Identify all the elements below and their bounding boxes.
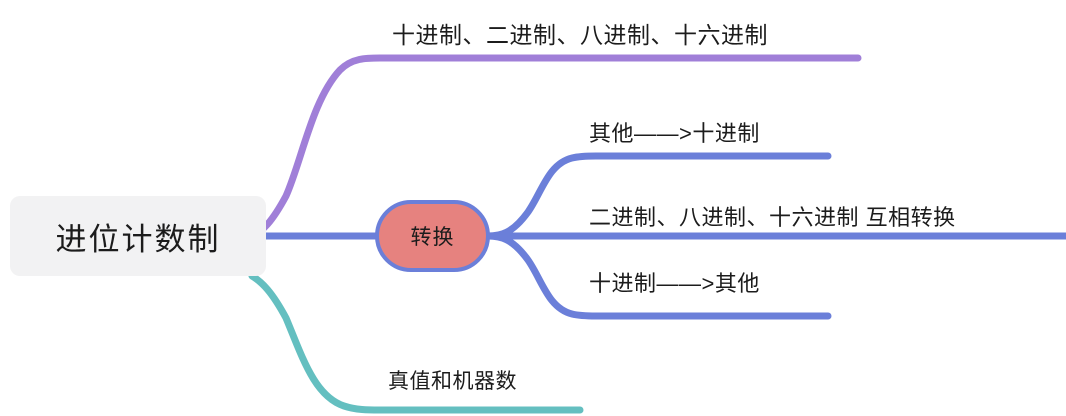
branch-line-number-systems [248, 54, 862, 240]
node-mutual-convert-label[interactable]: 二进制、八进制、十六进制 互相转换 [589, 205, 956, 230]
node-truth-machine-label[interactable]: 真值和机器数 [388, 370, 517, 393]
root-node[interactable]: 进位计数制 [10, 196, 266, 276]
node-other-to-decimal-label[interactable]: 其他——>十进制 [589, 121, 760, 146]
node-conversion[interactable]: 转换 [375, 200, 490, 272]
node-decimal-to-other-label[interactable]: 十进制——>其他 [589, 271, 760, 296]
node-number-systems-label[interactable]: 十进制、二进制、八进制、十六进制 [392, 22, 768, 48]
branch-line-truth-machine [248, 272, 584, 414]
branch-line-decimal-to-other [484, 232, 832, 320]
node-conversion-label: 转换 [410, 226, 455, 249]
branch-line-other-to-decimal [484, 152, 832, 240]
root-node-label: 进位计数制 [55, 221, 221, 257]
